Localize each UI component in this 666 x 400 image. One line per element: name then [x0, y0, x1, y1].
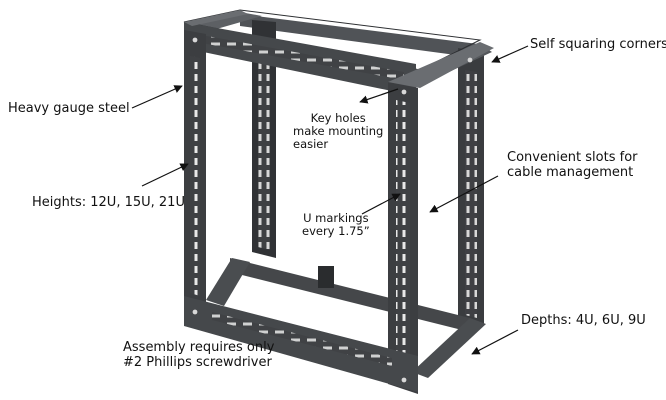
arrow-self-squaring [491, 45, 529, 63]
callout-convenient-line-1: Convenient slots for [507, 150, 638, 165]
callout-key-holes-line-1: Key holes [310, 111, 366, 125]
callout-assembly-line-2: #2 Phillips screwdriver [123, 354, 272, 370]
arrow-heavy-gauge [131, 85, 183, 109]
callout-u-markings-line-1: U markings [303, 211, 369, 225]
callout-key-holes-line-2: make mounting [293, 124, 384, 139]
callout-convenient-slots: Convenient slots for cable management [507, 150, 638, 181]
arrow-u-markings [361, 193, 401, 215]
callout-self-squaring: Self squaring corners [530, 37, 666, 52]
callout-convenient-line-2: cable management [507, 164, 634, 180]
arrow-depths [471, 329, 519, 355]
callout-heights: Heights: 12U, 15U, 21U [32, 195, 185, 210]
front-frame [184, 10, 494, 394]
callout-key-holes: Key holes make mounting easier [293, 111, 384, 152]
callout-key-holes-line-3: easier [293, 137, 329, 152]
bottom-depth-rails [206, 258, 486, 378]
arrow-key-holes [359, 88, 399, 104]
callout-depths: Depths: 4U, 6U, 9U [521, 313, 646, 328]
arrow-heights [141, 163, 189, 187]
rear-top-rail [240, 14, 478, 58]
callout-u-markings: U markings every 1.75” [302, 211, 370, 239]
rear-bracket [318, 266, 334, 288]
callout-heavy-gauge: Heavy gauge steel [8, 101, 130, 116]
arrow-convenient-slots [429, 175, 499, 213]
callout-arrows [131, 45, 529, 355]
callout-u-markings-line-2: every 1.75” [302, 224, 370, 239]
callout-assembly-line-1: Assembly requires only [123, 340, 275, 355]
callout-assembly: Assembly requires only #2 Phillips screw… [123, 340, 275, 371]
